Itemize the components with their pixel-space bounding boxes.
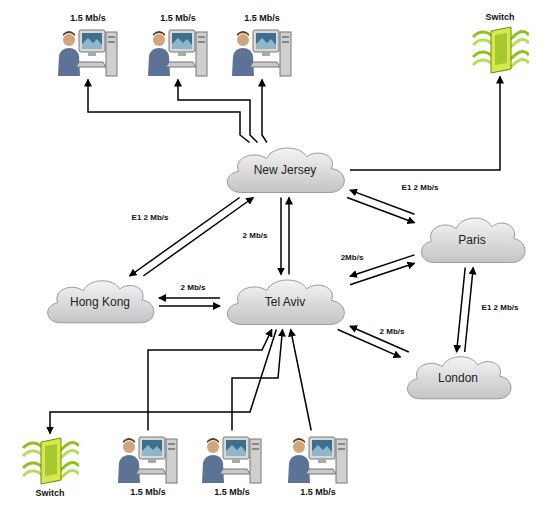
workstation: 1.5 Mb/s bbox=[57, 13, 119, 80]
cloud-label: Paris bbox=[458, 233, 485, 247]
link-arrow bbox=[262, 80, 267, 143]
network-cloud: Paris bbox=[415, 213, 530, 268]
workstation-icon bbox=[231, 24, 293, 80]
workstation: 1.5 Mb/s bbox=[117, 431, 179, 498]
link-label: E1 2 Mb/s bbox=[130, 213, 171, 223]
cloud-label: Hong Kong bbox=[70, 295, 130, 309]
workstation: 1.5 Mb/s bbox=[287, 431, 349, 498]
bandwidth-label: 1.5 Mb/s bbox=[300, 487, 336, 498]
switch-icon bbox=[21, 434, 79, 488]
link-arrow bbox=[130, 198, 240, 277]
workstation-picture bbox=[287, 431, 349, 487]
bandwidth-label: 1.5 Mb/s bbox=[70, 13, 106, 24]
link-arrow bbox=[88, 80, 250, 143]
workstation-icon bbox=[147, 24, 209, 80]
link-label: E1 2 Mb/s bbox=[480, 303, 521, 313]
switch-picture bbox=[471, 23, 529, 77]
link-arrow bbox=[50, 330, 276, 434]
link-arrow bbox=[280, 198, 282, 275]
bandwidth-label: 1.5 Mb/s bbox=[214, 487, 250, 498]
link-arrow bbox=[350, 326, 409, 352]
link-label: 2 Mb/s bbox=[179, 283, 208, 293]
workstation-picture bbox=[57, 24, 119, 80]
cloud-label: Tel Aviv bbox=[265, 295, 305, 309]
workstation-picture bbox=[117, 431, 179, 487]
workstation-picture bbox=[231, 24, 293, 80]
link-arrow bbox=[143, 198, 253, 277]
bandwidth-label: 1.5 Mb/s bbox=[130, 487, 166, 498]
network-cloud: New Jersey bbox=[220, 143, 350, 198]
link-arrow bbox=[159, 297, 220, 299]
workstation-icon bbox=[117, 431, 179, 487]
network-cloud: Hong Kong bbox=[41, 276, 159, 328]
cloud-label: London bbox=[438, 371, 478, 385]
link-arrow bbox=[465, 268, 474, 353]
workstation-icon bbox=[201, 431, 263, 487]
link-arrow bbox=[350, 77, 500, 171]
switch-icon bbox=[471, 23, 529, 77]
link-arrow bbox=[178, 80, 258, 143]
workstation: 1.5 Mb/s bbox=[231, 13, 293, 80]
switch-picture bbox=[21, 434, 79, 488]
device-label: Switch bbox=[35, 488, 64, 499]
cloud-label: New Jersey bbox=[254, 163, 317, 177]
link-arrow bbox=[232, 330, 283, 431]
link-arrow bbox=[457, 268, 466, 353]
workstation: 1.5 Mb/s bbox=[147, 13, 209, 80]
link-label: 2 Mb/s bbox=[241, 231, 270, 241]
network-cloud: London bbox=[401, 352, 516, 404]
workstation-icon bbox=[287, 431, 349, 487]
link-arrow bbox=[350, 263, 415, 284]
link-label: E1 2 Mb/s bbox=[400, 183, 441, 193]
device-label: Switch bbox=[485, 12, 514, 23]
switch-device: Switch bbox=[471, 12, 529, 77]
workstation-picture bbox=[201, 431, 263, 487]
bandwidth-label: 1.5 Mb/s bbox=[160, 13, 196, 24]
network-cloud: Tel Aviv bbox=[220, 275, 350, 330]
link-arrow bbox=[159, 305, 220, 307]
link-arrow bbox=[350, 190, 415, 214]
workstation-icon bbox=[57, 24, 119, 80]
link-arrow bbox=[288, 198, 290, 275]
switch-device: Switch bbox=[21, 434, 79, 499]
link-arrow bbox=[291, 330, 312, 431]
link-label: 2 Mb/s bbox=[378, 327, 407, 337]
bandwidth-label: 1.5 Mb/s bbox=[244, 13, 280, 24]
link-arrow bbox=[148, 330, 272, 431]
workstation: 1.5 Mb/s bbox=[201, 431, 263, 498]
workstation-picture bbox=[147, 24, 209, 80]
link-label: 2Mb/s bbox=[339, 253, 366, 263]
